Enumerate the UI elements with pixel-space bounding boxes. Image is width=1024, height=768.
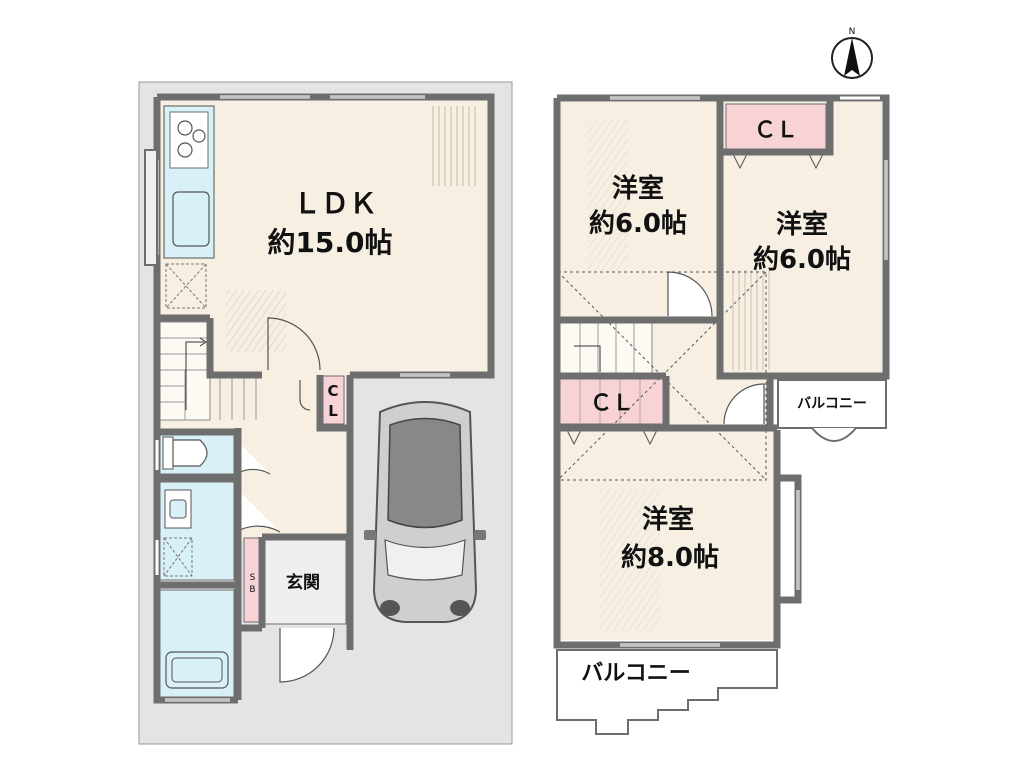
room-c-floor <box>560 426 774 640</box>
stair-arrow-2f <box>574 345 601 372</box>
closet-1f-label-c: C <box>327 382 338 400</box>
ldk-title: ＬＤＫ <box>293 187 377 220</box>
stair-arrow <box>185 341 204 410</box>
door-room-c <box>723 383 765 425</box>
stove <box>169 111 209 169</box>
closet-top-label: ＣＬ <box>754 118 798 143</box>
kitchen-sink <box>172 191 210 247</box>
balcony-small-label: バルコニー <box>797 396 867 412</box>
shoe-box-label-s: S <box>250 573 256 583</box>
balcony-large-label: バルコニー <box>581 661 691 686</box>
toilet-tank <box>162 436 174 470</box>
car-icon <box>364 401 486 623</box>
ldk-hatch-top <box>430 106 480 186</box>
staircase-2f <box>559 317 653 375</box>
closet-1f-label-l: L <box>328 402 338 420</box>
room-c-name: 洋室 <box>642 504 694 535</box>
shoe-box-label-b: B <box>249 585 255 595</box>
toilet-bowl <box>172 439 208 467</box>
ldk-hatch-left <box>226 290 286 352</box>
closet-mid-label: ＣＬ <box>590 391 634 416</box>
room-a-size: 約6.0帖 <box>589 208 687 239</box>
doors-2f <box>667 271 765 425</box>
entrance-label: 玄関 <box>286 572 320 593</box>
door-ldk <box>267 317 321 371</box>
room-b-name: 洋室 <box>776 209 828 240</box>
burner-2 <box>192 129 206 143</box>
closet-top <box>725 103 827 151</box>
compass-label: N <box>849 27 856 37</box>
floor1: S B 玄関 C L <box>138 81 513 745</box>
walls-2f <box>553 94 890 649</box>
burner-3 <box>177 142 193 158</box>
balcony-large: バルコニー <box>556 649 778 735</box>
door-room-a <box>667 271 713 317</box>
ldk-size: 約15.0帖 <box>267 226 392 259</box>
north-compass-icon: N <box>831 27 873 79</box>
room-b-size: 約6.0帖 <box>753 244 851 275</box>
fridge-space <box>165 263 207 309</box>
doors-1f <box>235 317 335 683</box>
balcony-small: バルコニー <box>777 379 887 442</box>
door-closet <box>299 380 311 411</box>
door-entrance <box>279 627 335 683</box>
room-c-size: 約8.0帖 <box>621 542 719 573</box>
closet-doors <box>565 151 825 446</box>
washer-space <box>163 537 193 577</box>
floor2: ＣＬ ＣＬ <box>553 94 890 735</box>
kitchen-bay <box>144 149 158 266</box>
burner-1 <box>177 120 193 136</box>
bathtub <box>165 651 229 689</box>
room-a-name: 洋室 <box>612 173 664 204</box>
